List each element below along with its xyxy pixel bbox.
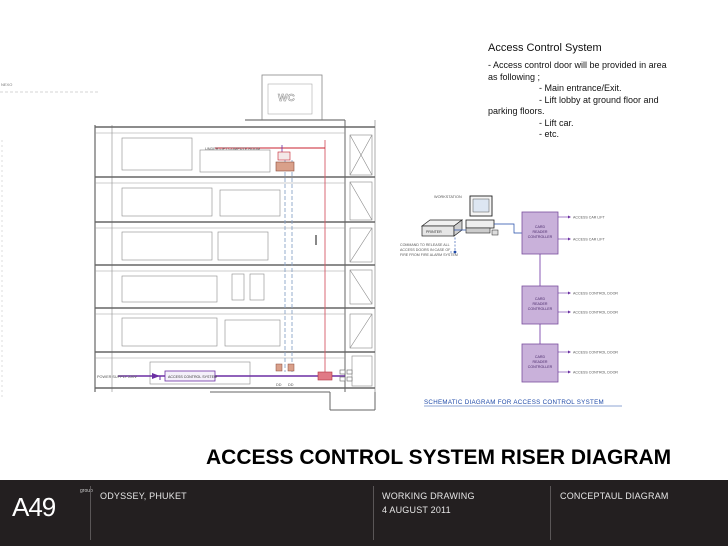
controller-2-line-1: CARD — [535, 297, 546, 301]
printer-icon — [420, 219, 464, 237]
dd-label-2: DD — [288, 383, 294, 387]
a49-logo: A49 — [12, 492, 56, 522]
notes-line-2: as following ; — [488, 71, 541, 82]
output-1b: ACCESS CAR LIFT — [573, 238, 606, 242]
title-block-footer: A49 group ODYSSEY, PHUKET WORKING DRAWIN… — [0, 480, 728, 546]
controller-1-line-3: CONTROLLER — [528, 235, 553, 239]
output-2b: ACCESS CONTROL DOOR — [573, 311, 618, 315]
sheet-name: CONCEPTAUL DIAGRAM — [560, 491, 669, 501]
notes-title: Access Control System — [488, 42, 602, 54]
building-section: NEXO WC — [0, 74, 376, 411]
logo-sub-label: group — [80, 488, 93, 494]
controller-3-line-3: CONTROLLER — [528, 365, 553, 369]
notes-line-1: - Access control door will be provided i… — [488, 60, 667, 70]
fire-note-line-3: FIRE FROM FIRE ALARM SYSTEM — [400, 253, 458, 257]
printer-label: PRINTER — [426, 230, 442, 234]
equipment-label: ACCESS CONTROL SYSTEM — [168, 375, 217, 379]
notes-line-3: - Main entrance/Exit. — [539, 83, 622, 93]
output-2a: ACCESS CONTROL DOOR — [573, 292, 618, 296]
footer-divider — [373, 486, 374, 540]
dd-label-1: DD — [276, 383, 282, 387]
output-1a: ACCESS CAR LIFT — [573, 216, 606, 220]
controller-1-line-1: CARD — [535, 225, 546, 229]
footer-divider — [550, 486, 551, 540]
wc-label: WC — [278, 93, 295, 104]
schematic-title: SCHEMATIC DIAGRAM FOR ACCESS CONTROL SYS… — [424, 399, 604, 406]
page-title: ACCESS CONTROL SYSTEM RISER DIAGRAM — [206, 446, 672, 469]
project-name: ODYSSEY, PHUKET — [100, 491, 187, 501]
footer-divider — [90, 486, 91, 540]
output-3a: ACCESS CONTROL DOOR — [573, 351, 618, 355]
notes-line-4: - Lift lobby at ground floor and — [539, 94, 659, 105]
notes-line-6: - Lift car. — [539, 117, 574, 128]
notes-line-5: parking floors. — [488, 106, 545, 116]
controller-3-line-2: READER — [533, 360, 548, 364]
controller-1-line-2: READER — [533, 230, 548, 234]
notes-line-7: - etc. — [539, 129, 560, 139]
workstation-icon — [465, 195, 499, 236]
drawing-date: 4 AUGUST 2011 — [382, 505, 451, 515]
controller-2-line-3: CONTROLLER — [528, 307, 553, 311]
pointer-bottom-label: POWER SUPPLY 220V — [97, 375, 137, 379]
card-reader-controller-1: CARD READER CONTROLLER — [521, 211, 559, 255]
card-reader-controller-3: CARD READER CONTROLLER — [521, 343, 559, 383]
drawing-stage: WORKING DRAWING — [382, 491, 475, 501]
output-3b: ACCESS CONTROL DOOR — [573, 371, 618, 375]
controller-3-line-1: CARD — [535, 355, 546, 359]
pointer-top-label: UNDER LIFT COMPUTE ROOM — [205, 147, 260, 151]
access-control-panel — [164, 370, 216, 382]
controller-2-line-2: READER — [533, 302, 548, 306]
workstation-label: WORKSTATION — [434, 195, 462, 199]
schematic-diagram: WORKSTATION PRINTER COMMAND TO RELEASE A… — [400, 195, 622, 407]
left-edge-label: NEXO — [1, 82, 12, 87]
fire-note-line-2: ACCESS DOORS IN CASE OF — [400, 248, 451, 252]
card-reader-controller-2: CARD READER CONTROLLER — [521, 285, 559, 325]
access-control-notes: Access Control System - Access control d… — [488, 42, 708, 141]
fire-note-line-1: COMMAND TO RELEASE ALL — [400, 243, 450, 247]
